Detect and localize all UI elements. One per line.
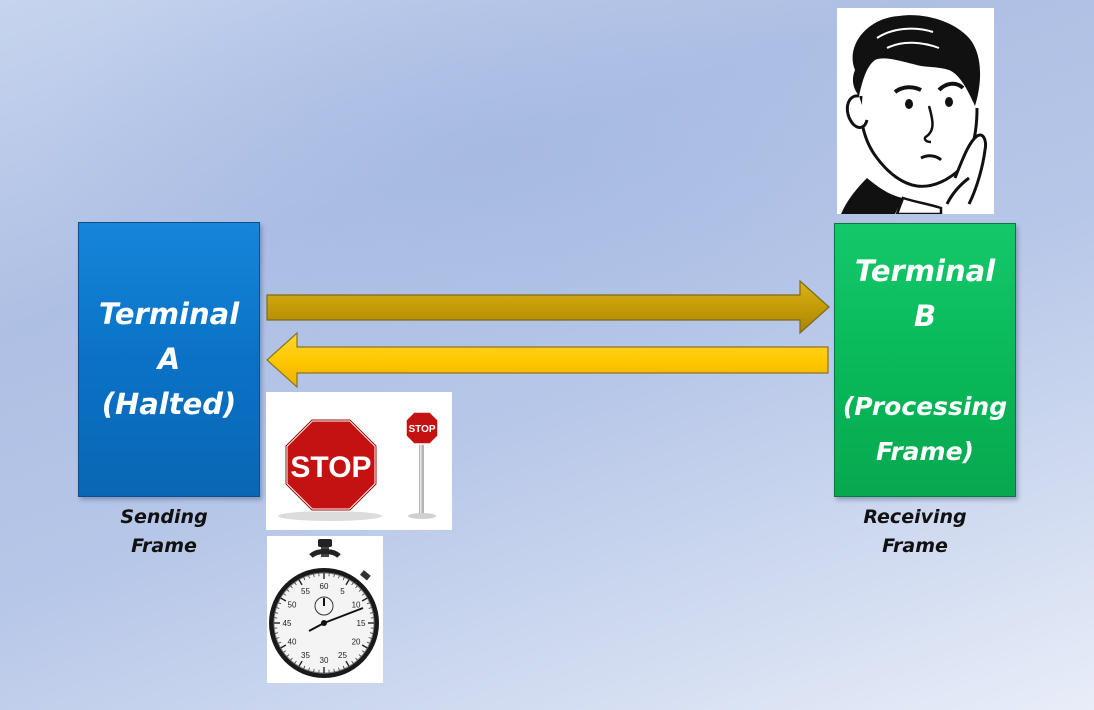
stopwatch-dial-label: 40 xyxy=(288,638,297,647)
terminal-a-caption: Sending Frame xyxy=(94,503,234,561)
stopwatch-dial-label: 55 xyxy=(301,587,310,596)
terminal-a-letter: A xyxy=(157,342,181,376)
stop-sign-large-text: STOP xyxy=(290,451,371,484)
stop-sign-icon: STOP STOP xyxy=(278,411,439,521)
terminal-b-state-line1: (Processing xyxy=(842,392,1008,421)
stopwatch-dial-label: 5 xyxy=(340,587,345,596)
terminal-b-title: Terminal xyxy=(854,254,996,288)
stopwatch-dial-label: 35 xyxy=(301,651,310,660)
thinking-face-icon xyxy=(841,15,987,216)
stop-sign-small-text: STOP xyxy=(408,424,435,435)
terminal-a-box: Terminal A (Halted) xyxy=(78,222,260,497)
stopwatch-image: 60 5 10 15 20 25 30 35 40 45 50 55 xyxy=(267,536,383,683)
terminal-b-state-line2: Frame) xyxy=(876,437,974,466)
caption-b-line1: Receiving xyxy=(863,506,967,528)
thinking-face-image xyxy=(837,8,994,216)
terminal-b-box: Terminal B (Processing Frame) xyxy=(834,223,1016,497)
stopwatch-dial-label: 10 xyxy=(352,601,361,610)
terminal-b-letter: B xyxy=(913,299,937,333)
stopwatch-dial-label: 25 xyxy=(338,651,347,660)
stopwatch-dial-label: 45 xyxy=(283,619,292,628)
terminal-a-title: Terminal xyxy=(98,297,240,331)
caption-a-line1: Sending xyxy=(120,506,208,528)
caption-b-line2: Frame xyxy=(882,535,948,557)
terminal-b-caption: Receiving Frame xyxy=(845,503,985,561)
stopwatch-dial-label: 50 xyxy=(288,601,297,610)
stopwatch-dial-label: 30 xyxy=(320,656,329,665)
arrow-right xyxy=(266,279,830,335)
stop-sign-image: STOP STOP xyxy=(266,392,452,530)
stopwatch-icon: 60 5 10 15 20 25 30 35 40 45 50 55 xyxy=(269,539,379,678)
arrows xyxy=(266,279,830,389)
stopwatch-dial-label: 60 xyxy=(320,582,329,591)
terminal-a-state: (Halted) xyxy=(101,387,237,421)
arrow-left xyxy=(266,331,829,389)
caption-a-line2: Frame xyxy=(131,535,197,557)
stopwatch-dial-label: 20 xyxy=(352,638,361,647)
stopwatch-dial-label: 15 xyxy=(357,619,366,628)
